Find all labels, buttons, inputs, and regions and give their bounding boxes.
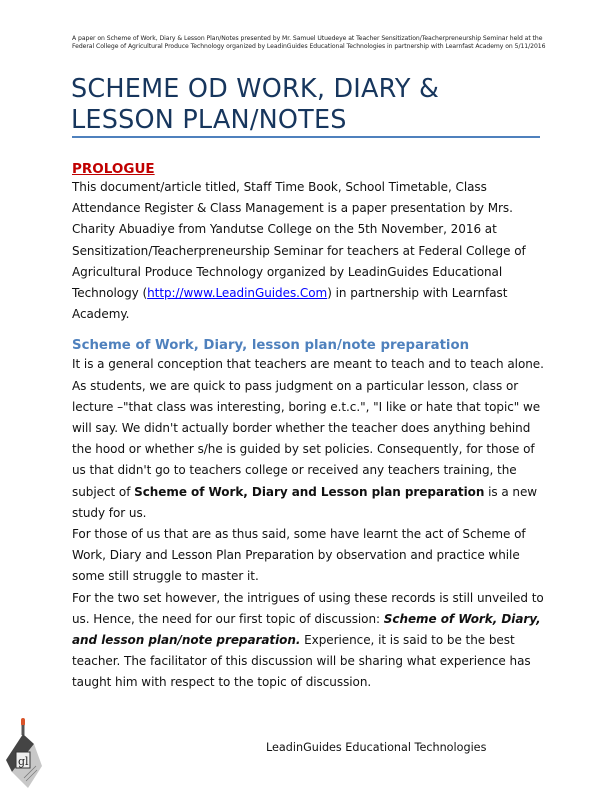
para3-end: Experience, it is said to be the best te… xyxy=(72,633,531,690)
leadinguides-link[interactable]: http://www.LeadinGuides.Com xyxy=(147,286,328,301)
section-paragraph-1: It is a general conception that teachers… xyxy=(72,354,547,524)
svg-text:gl: gl xyxy=(18,755,29,768)
prologue-paragraph: This document/article titled, Staff Time… xyxy=(72,177,547,325)
para1-text: It is a general conception that teachers… xyxy=(72,357,544,499)
title-line-2: LESSON PLAN/NOTES xyxy=(71,105,347,135)
header-note: A paper on Scheme of Work, Diary & Lesso… xyxy=(72,35,546,51)
prologue-text-end: ) in partnership with Learnfast Academy. xyxy=(72,286,508,322)
footer-text: LeadinGuides Educational Technologies xyxy=(266,741,487,754)
prologue-heading: PROLOGUE xyxy=(72,161,155,177)
leadinguides-logo-icon: gl xyxy=(4,716,44,788)
document-body: PROLOGUE This document/article titled, S… xyxy=(72,161,547,694)
para1-end: is a new study for us. xyxy=(72,484,538,520)
title-line-1: SCHEME OD WORK, DIARY & xyxy=(71,74,440,104)
para3-bold-italic-text: Scheme of Work, Diary, and lesson plan/n… xyxy=(72,611,541,648)
page-title: SCHEME OD WORK, DIARY & LESSON PLAN/NOTE… xyxy=(71,74,551,136)
prologue-text: This document/article titled, Staff Time… xyxy=(72,180,526,301)
section-paragraph-2: For those of us that are as thus said, s… xyxy=(72,527,526,584)
para1-bold-text: Scheme of Work, Diary and Lesson plan pr… xyxy=(134,484,485,499)
section-heading: Scheme of Work, Diary, lesson plan/note … xyxy=(72,338,470,354)
para3-text: For the two set however, the intrigues o… xyxy=(72,590,544,626)
title-rule-divider xyxy=(72,136,540,138)
section-paragraph-3: For the two set however, the intrigues o… xyxy=(72,588,547,694)
